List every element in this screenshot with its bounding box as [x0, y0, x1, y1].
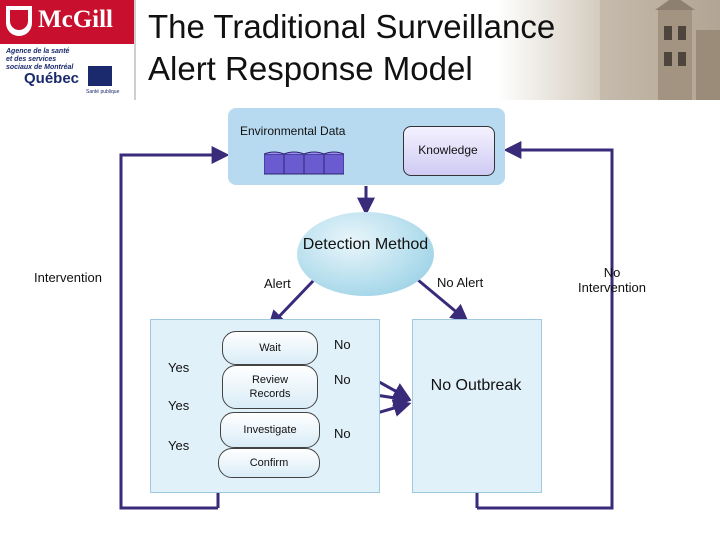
step-review-records-label: Review Records	[249, 374, 291, 400]
step-confirm: Confirm	[218, 448, 320, 478]
page-title: The Traditional Surveillance Alert Respo…	[148, 6, 618, 90]
detection-method-label: Detection Method	[302, 236, 429, 253]
header: The Traditional Surveillance Alert Respo…	[0, 0, 720, 100]
sante-publique-text: Santé publique	[86, 89, 120, 95]
yes-label-2: Yes	[168, 398, 190, 413]
intervention-label: Intervention	[34, 270, 102, 285]
no-label-3: No	[334, 426, 351, 441]
knowledge-label: Knowledge	[418, 143, 478, 157]
title-line-1: The Traditional Surveillance	[148, 8, 556, 45]
step-wait: Wait	[222, 331, 318, 365]
no-outbreak-panel	[412, 319, 542, 493]
knowledge-box	[403, 126, 495, 176]
no-label-2: No	[334, 372, 351, 387]
no-label-1: No	[334, 337, 351, 352]
yes-label-1: Yes	[168, 360, 190, 375]
step-investigate: Investigate	[220, 412, 320, 448]
fleur-de-lis-icon	[88, 66, 112, 86]
no-outbreak-label: No Outbreak	[430, 377, 522, 394]
detection-method-node	[297, 212, 434, 296]
alert-label: Alert	[264, 276, 291, 291]
yes-label-3: Yes	[168, 438, 190, 453]
no-intervention-label: No Intervention	[578, 265, 646, 295]
quebec-wordmark: Québec	[24, 70, 80, 87]
database-icon	[264, 151, 344, 175]
castle-image	[600, 0, 720, 100]
alert-arrow	[267, 278, 316, 329]
agency-text: Agence de la santé et des services socia…	[6, 48, 74, 71]
no-intervention-connector	[477, 141, 614, 510]
no-alert-arrow	[417, 278, 469, 323]
crest-inner	[10, 10, 28, 30]
intervention-connector	[119, 146, 230, 510]
no-alert-label: No Alert	[437, 275, 484, 290]
logo-panel: McGill Agence de la santé et des service…	[0, 0, 136, 100]
step-review-records: Review Records	[222, 365, 318, 409]
mcgill-wordmark: McGill	[38, 6, 113, 33]
environmental-data-label: Environmental Data	[240, 124, 346, 138]
title-line-2: Alert Response Model	[148, 50, 473, 87]
